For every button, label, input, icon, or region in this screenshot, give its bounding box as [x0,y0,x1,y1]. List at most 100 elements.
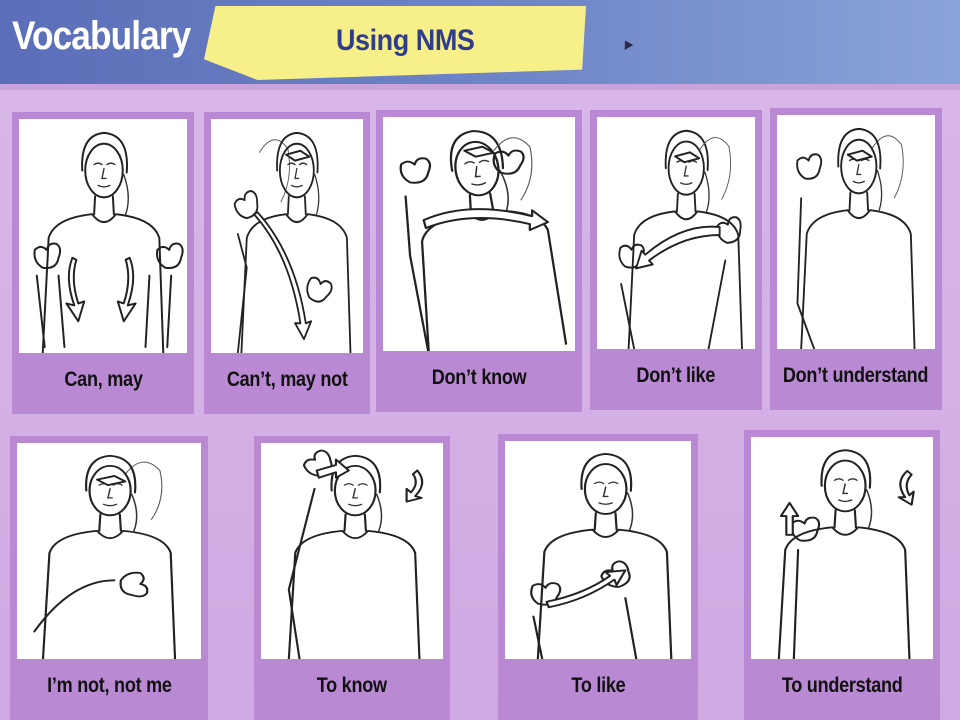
shirt-outline [41,213,165,353]
ponytail-line [375,493,383,532]
eyes [93,162,116,166]
hair-outline [820,449,872,489]
card-label: Can, may [19,353,187,407]
neck [833,509,857,529]
mouth [679,182,693,186]
motion-arrow-icon [635,225,721,270]
card-label: To know [261,659,443,713]
mouth [102,503,118,507]
face-outline [454,140,500,197]
forehead-handshape-icon [96,475,127,487]
arms [620,259,727,349]
sign-im-not-illustration [17,443,201,659]
sign-to-know-illustration [261,443,443,659]
motion-ghost-head [698,137,732,200]
ponytail-line [130,493,138,532]
forehead-handshape-icon [674,151,701,164]
forehead-handshape-icon [285,149,311,162]
hair-outline [276,131,319,174]
card-label: To like [505,659,691,713]
eyes [833,478,858,481]
ponytail-line [876,169,883,211]
nose [474,165,481,178]
mouth [852,180,866,184]
arms [532,597,638,659]
raised-arm [287,487,316,659]
neck [676,192,697,213]
mouth [290,184,303,188]
card-label: To understand [751,659,933,713]
vocab-card-dont-know: Don’t know [376,110,582,412]
ponytail-line [123,173,129,215]
person-figure [41,131,165,353]
sign-can-may-illustration [19,119,187,353]
ponytail-line [704,171,710,213]
raised-arm [236,233,248,353]
card-label: Can’t, may not [211,353,363,407]
eyes [464,159,490,165]
motion-arrow-icon [405,469,424,503]
motion-arrow-icon [65,256,86,323]
hand-shape [33,242,62,269]
face-outline [84,142,124,199]
subtitle-tab [204,6,586,80]
eyes [287,162,308,166]
hand-shape [399,157,432,184]
ponytail-line [865,489,873,528]
motion-arrow-icon [116,256,137,323]
mouth [838,499,853,503]
mouth [97,184,111,188]
shirt-outline [777,526,911,659]
face-outline [333,464,377,517]
mouth [348,503,363,507]
motion-arrow-icon [253,211,313,341]
ponytail-line [499,169,509,211]
nose [352,488,359,499]
sign-to-understand-illustration [751,437,933,659]
ponytail-line [314,173,320,215]
face-outline [823,459,867,513]
raised-arm [404,195,430,351]
neck [593,512,618,531]
motion-arrow-icon [545,569,627,609]
hand-shape [156,242,184,269]
sign-dont-understand-illustration [777,115,935,349]
face-outline [667,140,705,196]
neck [343,513,367,532]
raised-arm [796,197,816,349]
motion-ghost-head [871,135,904,199]
eyes [593,481,619,485]
nose [106,488,114,499]
card-label: Don’t like [597,349,755,403]
eyes [343,483,368,486]
nose [602,486,609,498]
nose [683,165,689,177]
motion-arrow-icon [422,208,550,232]
shirt-outline [536,528,673,659]
forehead-handshape-icon [463,145,495,158]
hand-shape [233,190,259,220]
shirt-outline [420,209,568,351]
nose [294,167,300,180]
person-figure [287,454,421,659]
vocab-card-dont-like: Don’t like [590,110,762,410]
motion-ghost-head [493,137,533,201]
neck [98,513,122,532]
motion-ghost-head [258,139,290,203]
card-label: I’m not, not me [17,659,201,713]
hand-shape [119,571,149,598]
hand-shape [492,149,525,175]
card-label: Don’t understand [777,349,935,403]
pointing-arm [33,579,116,633]
forearms [35,274,173,349]
nose [842,483,849,495]
face-outline [583,463,628,515]
vocab-card-to-like: To like [498,434,698,720]
sign-dont-like-illustration [597,117,755,349]
hair-outline [580,453,633,492]
vocab-card-to-understand: To understand [744,430,940,720]
neck [93,195,115,216]
face-outline [88,464,132,517]
neck [848,191,870,212]
page-subtitle: Using NMS [336,24,475,57]
